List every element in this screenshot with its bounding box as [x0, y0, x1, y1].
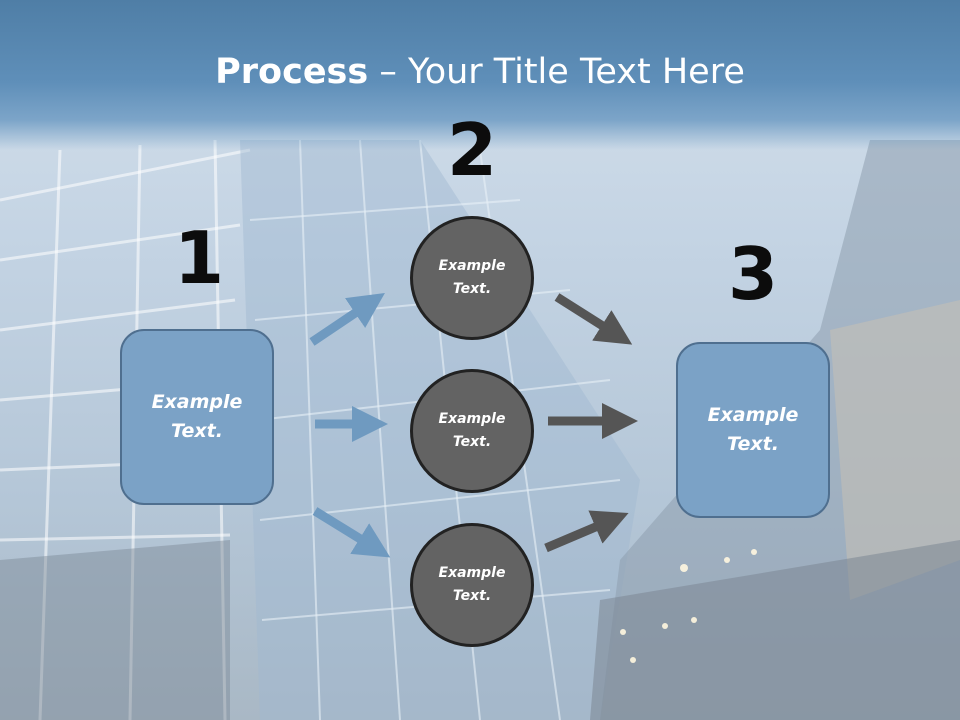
step-number-3: 3: [727, 232, 779, 316]
step-1-box-line2: Text.: [171, 420, 223, 442]
circle-top-line1: Example: [438, 258, 506, 274]
circle-bottom-line2: Text.: [452, 588, 492, 604]
step-number-2: 2: [446, 108, 498, 192]
title-bar: [0, 0, 960, 150]
slide-title: Process – Your Title Text Here: [0, 52, 960, 92]
circle-middle-line2: Text.: [452, 434, 492, 450]
circle-middle-line1: Example: [438, 411, 506, 427]
step-number-1: 1: [173, 216, 225, 300]
step-2-circle-top[interactable]: Example Text.: [410, 216, 534, 340]
step-3-box-line2: Text.: [727, 433, 779, 455]
circle-top-line2: Text.: [452, 281, 492, 297]
step-3-box[interactable]: Example Text.: [676, 342, 830, 518]
step-1-box[interactable]: Example Text.: [120, 329, 274, 505]
step-2-circle-middle[interactable]: Example Text.: [410, 369, 534, 493]
step-2-circle-bottom[interactable]: Example Text.: [410, 523, 534, 647]
step-1-box-line1: Example: [151, 391, 243, 413]
title-bold: Process: [215, 52, 369, 92]
step-3-box-line1: Example: [707, 404, 799, 426]
title-rest: – Your Title Text Here: [368, 52, 745, 92]
circle-bottom-line1: Example: [438, 565, 506, 581]
